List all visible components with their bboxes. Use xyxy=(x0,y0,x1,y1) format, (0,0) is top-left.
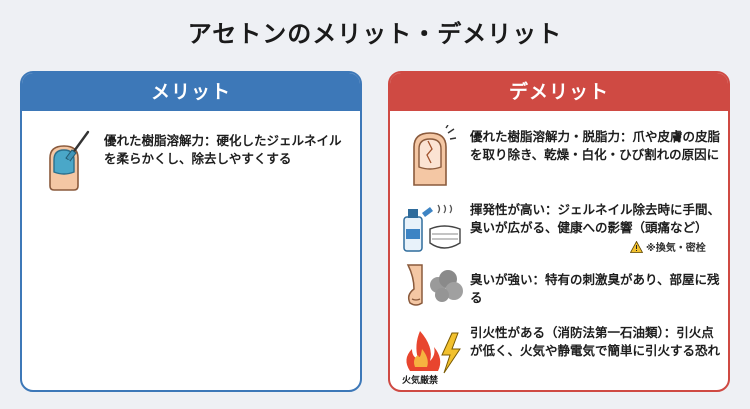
fire-prohibited-label: 火気厳禁 xyxy=(402,374,438,385)
demerit-item-text: 揮発性が高い：ジェルネイル除去時に手間、臭いが広がる、健康への影響（頭痛など） xyxy=(470,202,721,235)
warning-icon xyxy=(630,240,643,253)
damaged-nail-finger-icon xyxy=(406,124,458,187)
nose-smell-icon xyxy=(400,263,466,313)
merit-item-text: 優れた樹脂溶解力：硬化したジェルネイルを柔らかくし、除去しやすくする xyxy=(104,133,342,166)
demerit-item-text: 優れた樹脂溶解力・脱脂力：爪や皮膚の皮脂を取り除き、乾燥・白化・ひび割れの原因に xyxy=(470,129,721,162)
ventilation-note-text: ※換気・密栓 xyxy=(646,243,706,254)
demerit-item-text: 引火性がある（消防法第一石油類）：引火点が低く、火気や静電気で簡単に引火する恐れ xyxy=(470,325,721,358)
page-title: アセトンのメリット・デメリット xyxy=(187,20,563,48)
demerit-heading: デメリット xyxy=(390,73,728,111)
merit-card: メリット 優れた樹脂溶解力：硬化したジェルネイルを柔らかくし、除去しやすくする xyxy=(20,71,362,392)
ventilation-note: ※換気・密栓 xyxy=(630,239,706,254)
fire-lightning-icon: 火気厳禁 xyxy=(400,327,466,386)
demerit-item-text: 臭いが強い：特有の刺激臭があり、部屋に残る xyxy=(470,272,720,305)
volatile-bottle-mask-icon xyxy=(398,203,464,255)
merit-heading: メリット xyxy=(22,73,360,111)
nail-polish-brush-icon xyxy=(42,128,92,192)
demerit-card: デメリット 優れた樹脂溶解力・脱脂力：爪や皮膚の皮脂を取り除き、乾燥・白化・ひび… xyxy=(388,71,730,392)
